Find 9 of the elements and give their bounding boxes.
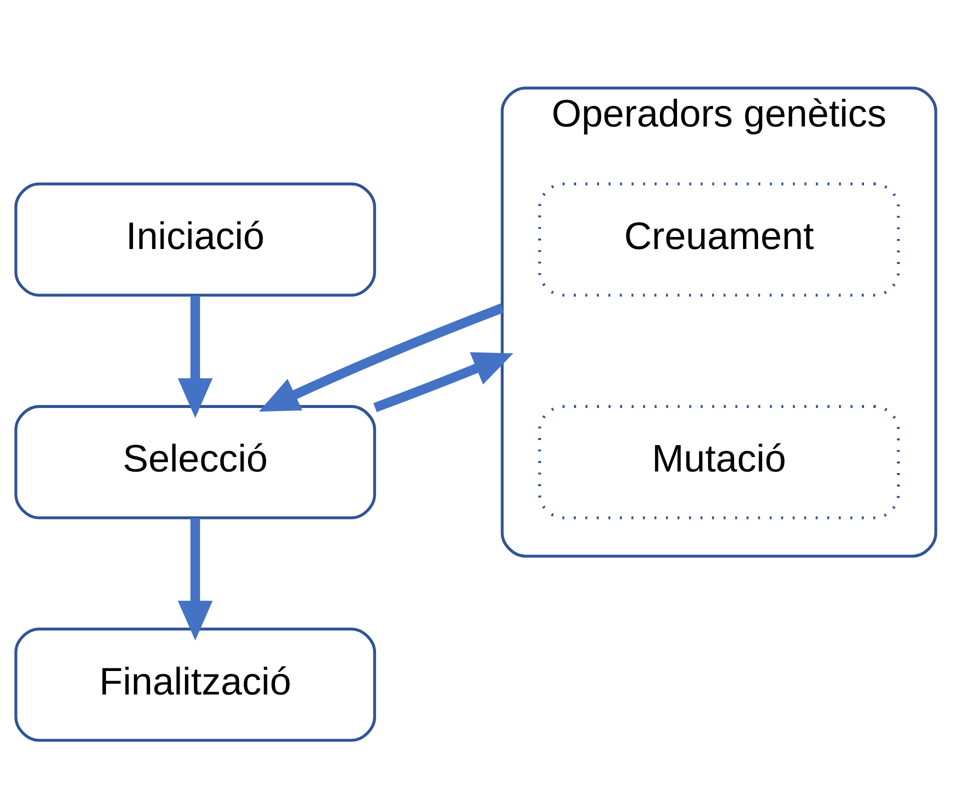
arrow <box>373 352 514 412</box>
node-box: Iniciació <box>14 182 376 296</box>
node-box: Finalització <box>14 627 376 742</box>
arrow <box>178 518 213 640</box>
node-box: Creuament <box>538 182 900 296</box>
arrow <box>178 295 213 418</box>
node-box: Mutació <box>538 404 900 519</box>
arrow <box>258 303 504 412</box>
node-box: Selecció <box>14 404 376 519</box>
